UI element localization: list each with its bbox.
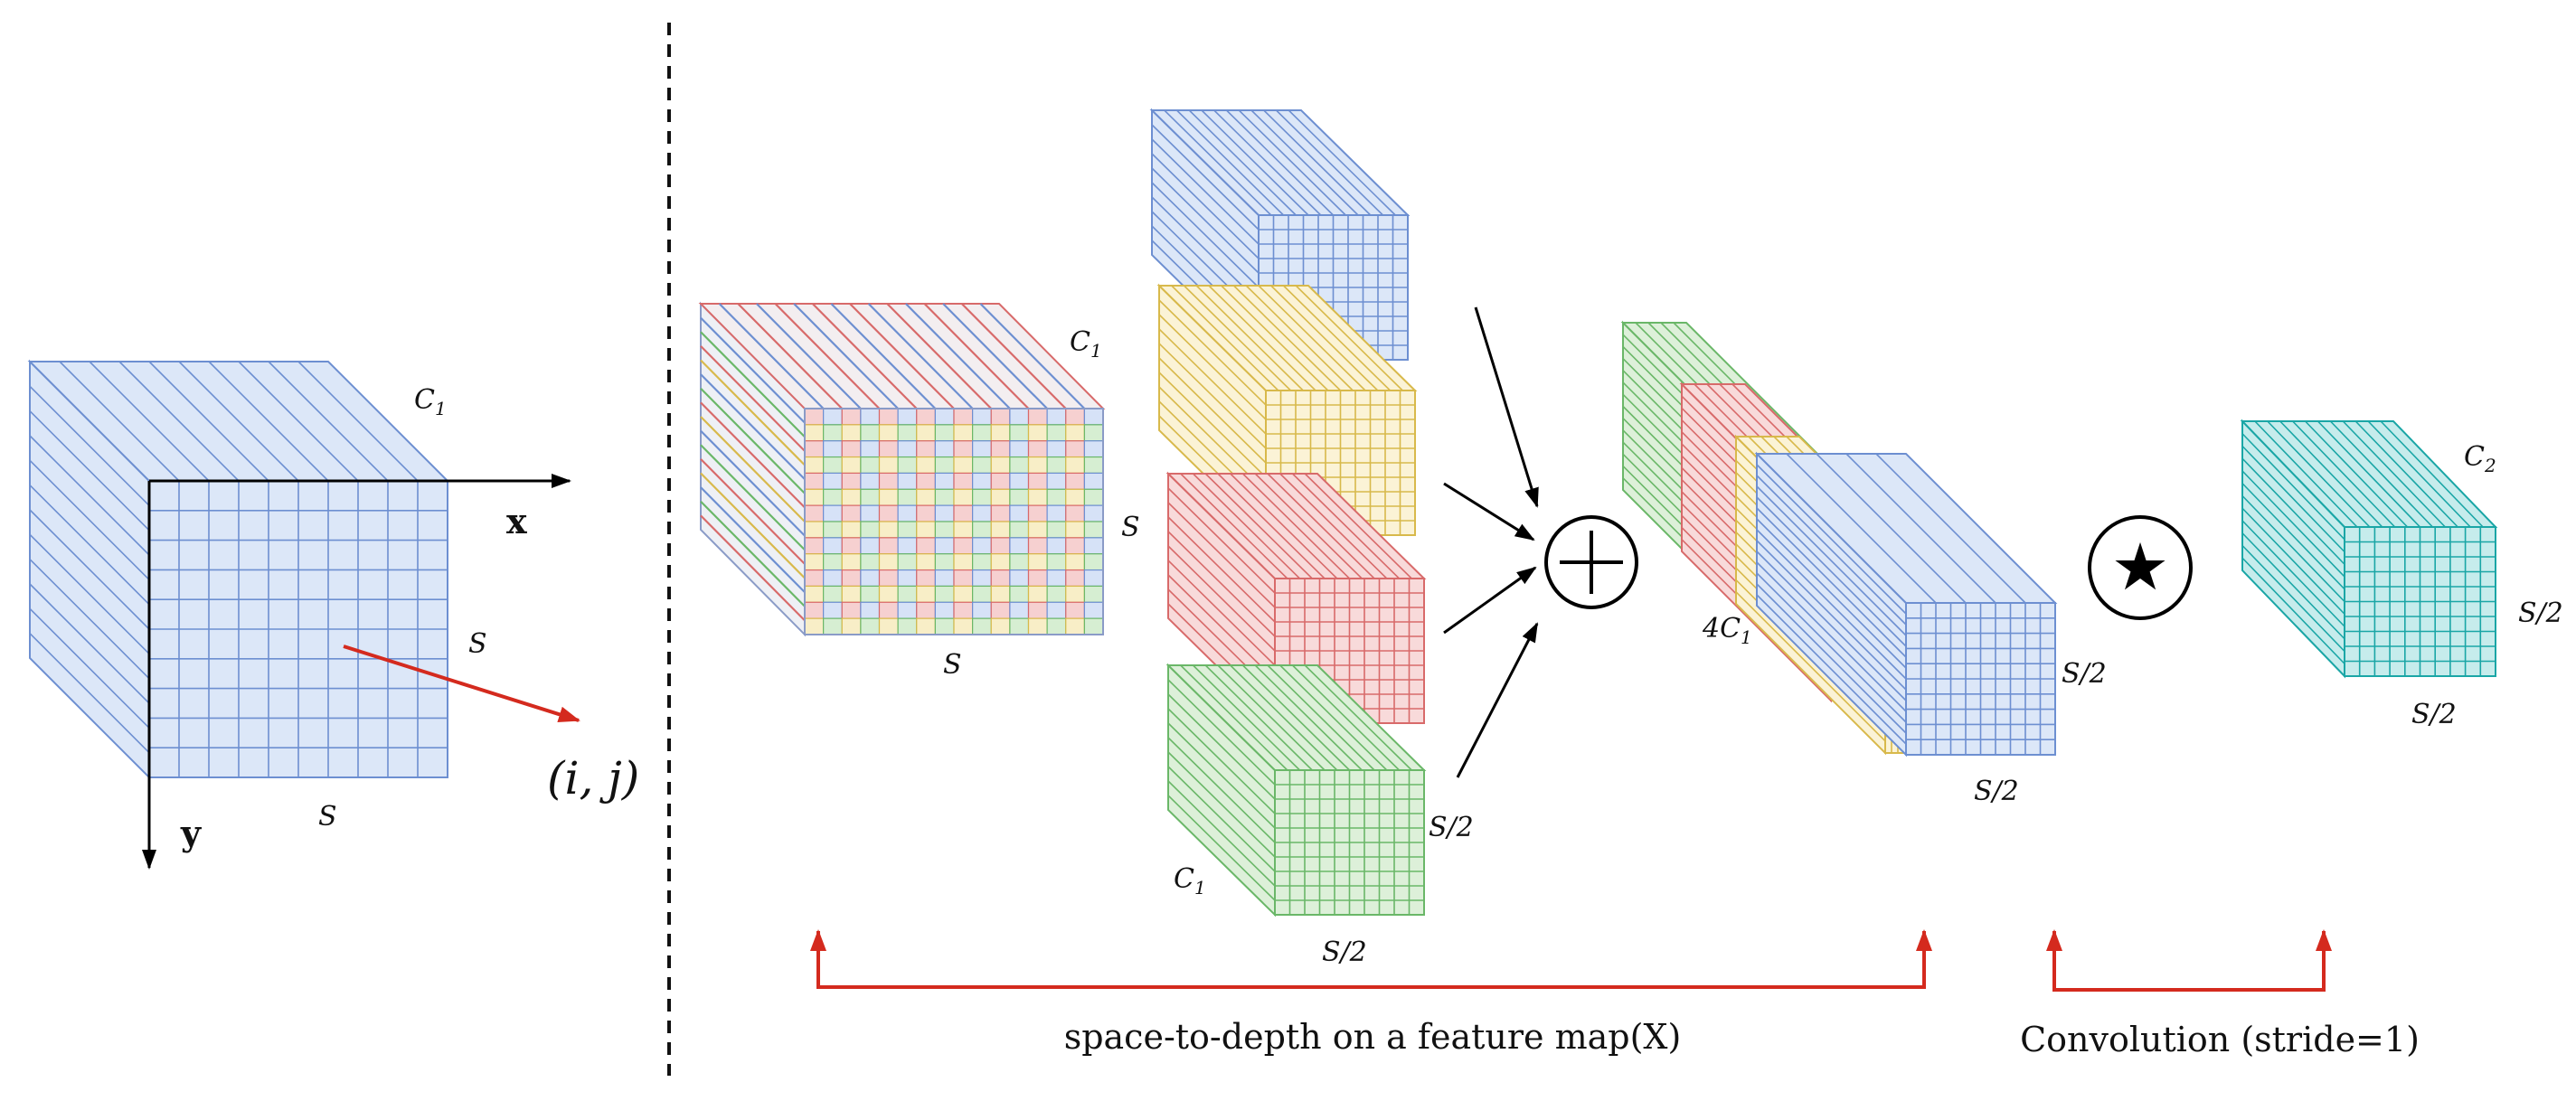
left-feature-cube (27, 359, 450, 780)
output-feature-map (2240, 419, 2498, 679)
left-height-label: S (468, 628, 487, 660)
input-width-label: S (943, 649, 962, 681)
split-channel-label: C1 (1174, 863, 1206, 899)
convolution-bracket (2052, 940, 2326, 992)
arrow-blue-to-concat (1474, 306, 1539, 508)
concat-slab-blue (1754, 451, 2058, 758)
input-height-label: S (1121, 512, 1140, 543)
concat-height-label: S/2 (2062, 658, 2107, 690)
output-width-label: S/2 (2411, 699, 2457, 730)
space-to-depth-bracket (816, 940, 1926, 989)
y-axis-label: y (180, 813, 202, 853)
split-map-blue (1149, 108, 1411, 362)
space-to-depth-caption: space-to-depth on a feature map(X) (1064, 1017, 1682, 1057)
arrow-green-to-concat (1456, 622, 1539, 778)
output-channel-label: C2 (2464, 441, 2496, 476)
concat-width-label: S/2 (1974, 776, 2019, 807)
conv-operator-circle (2088, 515, 2193, 620)
input-channel-label: C1 (1070, 326, 1102, 362)
concat-channel-label: 4C1 (1702, 613, 1752, 648)
left-width-label: S (318, 801, 337, 833)
arrow-yellow-to-concat (1443, 482, 1535, 541)
input-feature-map (698, 301, 1106, 637)
arrow-red-to-concat (1443, 566, 1537, 635)
pixel-label: (i, j) (547, 752, 639, 805)
split-map-green (1165, 663, 1427, 918)
convolution-caption: Convolution (stride=1) (2020, 1020, 2420, 1059)
x-axis-label: x (506, 501, 527, 541)
pixel-pointer-arrow (343, 645, 580, 722)
left-channel-label: C1 (414, 384, 447, 419)
split-height-label: S/2 (1429, 812, 1474, 843)
split-width-label: S/2 (1322, 936, 1367, 968)
output-height-label: S/2 (2518, 598, 2563, 629)
conv-star-symbol: ★ (2111, 529, 2170, 605)
